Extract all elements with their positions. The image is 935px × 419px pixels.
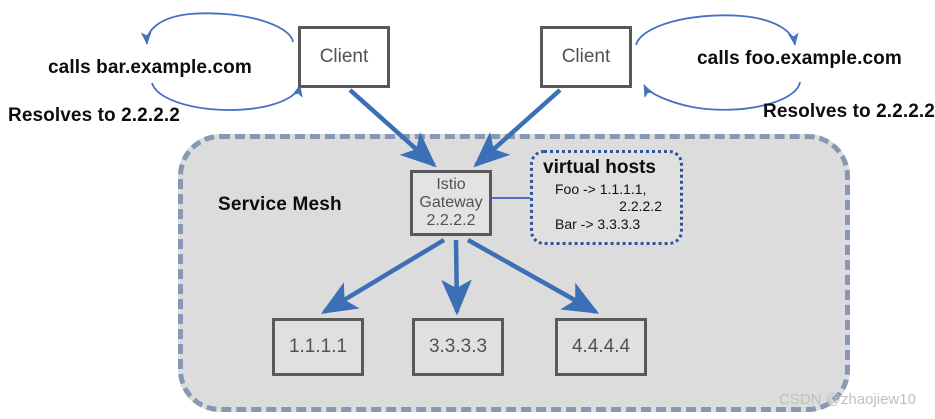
virtual-hosts-title: virtual hosts [543, 157, 656, 178]
node-service-3-label: 4.4.4.4 [571, 336, 631, 358]
annotation-calls-bar: calls bar.example.com [48, 57, 252, 78]
node-client-right-label: Client [561, 46, 611, 68]
node-istio-gateway[interactable]: Istio Gateway 2.2.2.2 [410, 170, 492, 236]
node-service-1[interactable]: 1.1.1.1 [272, 318, 364, 376]
virtual-hosts-row-2: 2.2.2.2 [619, 198, 662, 215]
node-client-left-label: Client [319, 46, 369, 68]
virtual-hosts-rows: Foo -> 1.1.1.1, 2.2.2.2 Bar -> 3.3.3.3 [541, 181, 672, 234]
watermark: CSDN @zhaojiew10 [779, 391, 916, 408]
node-service-3[interactable]: 4.4.4.4 [555, 318, 647, 376]
node-service-2[interactable]: 3.3.3.3 [412, 318, 504, 376]
node-client-left[interactable]: Client [298, 26, 390, 88]
annotation-calls-foo: calls foo.example.com [697, 48, 902, 69]
gateway-line-3: 2.2.2.2 [426, 211, 476, 229]
gateway-line-2: Gateway [419, 194, 483, 212]
node-service-1-label: 1.1.1.1 [288, 336, 348, 358]
gateway-line-1: Istio [436, 176, 466, 194]
service-mesh-label: Service Mesh [218, 194, 342, 215]
virtual-hosts-row-1: Foo -> 1.1.1.1, [555, 180, 647, 197]
node-service-2-label: 3.3.3.3 [428, 336, 488, 358]
virtual-hosts-row-3: Bar -> 3.3.3.3 [555, 215, 641, 232]
node-client-right[interactable]: Client [540, 26, 632, 88]
virtual-hosts-box: virtual hosts Foo -> 1.1.1.1, 2.2.2.2 Ba… [530, 150, 683, 245]
annotation-resolves-left: Resolves to 2.2.2.2 [8, 105, 180, 126]
annotation-resolves-right: Resolves to 2.2.2.2 [763, 101, 935, 122]
